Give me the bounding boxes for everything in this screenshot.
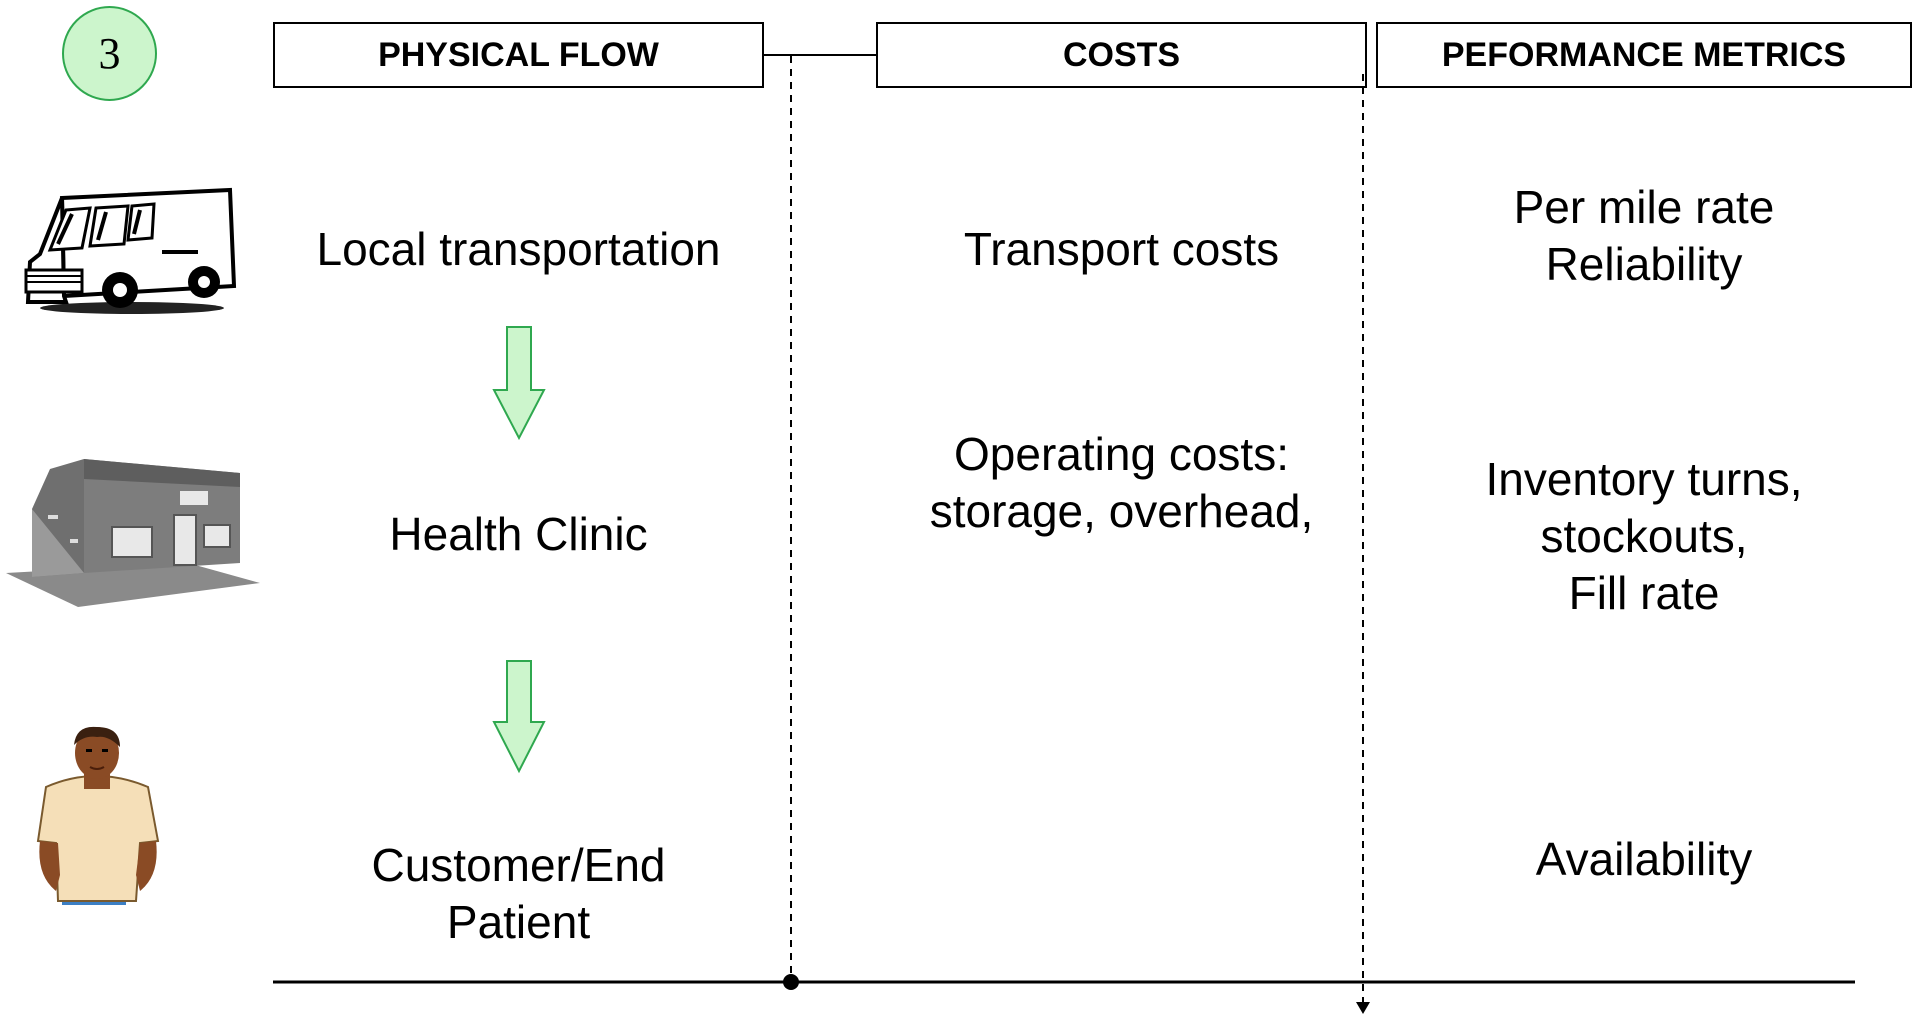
cost-operating: Operating costs: storage, overhead, xyxy=(876,425,1367,541)
flow-label: Customer/End xyxy=(371,839,666,891)
metric-label: Inventory turns, xyxy=(1485,452,1803,505)
metric-label: Reliability xyxy=(1545,238,1743,290)
flow-label: Health Clinic xyxy=(389,507,648,560)
cost-label: Operating costs: xyxy=(954,428,1289,480)
flow-arrow-1 xyxy=(492,326,546,441)
baseline-junction-dot xyxy=(783,974,799,990)
metric-label: Per mile rate xyxy=(1513,181,1775,233)
header-performance-metrics: PEFORMANCE METRICS xyxy=(1376,22,1912,88)
flow-label: Patient xyxy=(446,896,591,948)
flow-local-transportation: Local transportation xyxy=(273,219,764,279)
metric-label: Availability xyxy=(1535,832,1753,885)
cost-transport: Transport costs xyxy=(876,219,1367,279)
step-number-badge: 3 xyxy=(62,6,157,101)
flow-customer-end-patient: Customer/End Patient xyxy=(273,836,764,952)
delivery-van-icon xyxy=(24,187,237,314)
flow-arrow-2 xyxy=(492,660,546,774)
cost-label: storage, overhead, xyxy=(929,485,1314,537)
patient-person-icon xyxy=(36,726,160,905)
flow-label: Local transportation xyxy=(316,222,721,275)
divider-arrowhead xyxy=(1356,1002,1370,1014)
metrics-clinic: Inventory turns, stockouts, Fill rate xyxy=(1376,449,1912,623)
metric-label: Fill rate xyxy=(1568,566,1720,619)
clinic-building-icon xyxy=(6,459,260,607)
header-physical-flow: PHYSICAL FLOW xyxy=(273,22,764,88)
cost-label: Transport costs xyxy=(963,222,1280,275)
metrics-customer: Availability xyxy=(1376,829,1912,889)
metrics-transport: Per mile rate Reliability xyxy=(1376,178,1912,294)
flow-health-clinic: Health Clinic xyxy=(273,504,764,564)
metric-label: stockouts, xyxy=(1540,509,1748,562)
header-costs: COSTS xyxy=(876,22,1367,88)
